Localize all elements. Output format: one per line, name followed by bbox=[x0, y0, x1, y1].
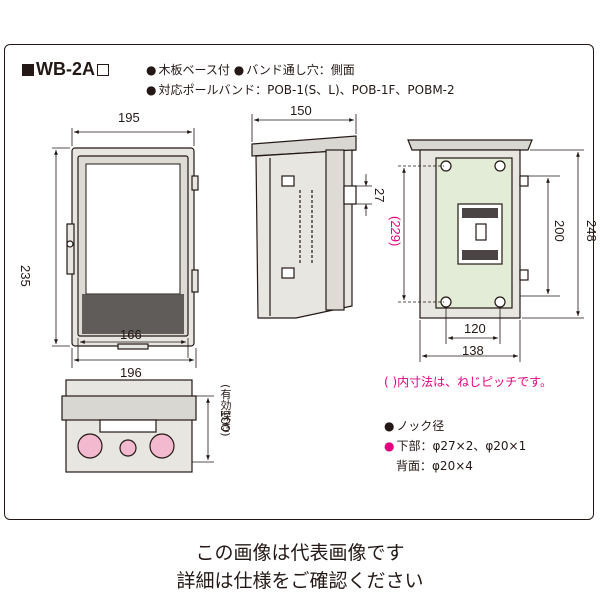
spec-base-board: 木板ベース付 bbox=[158, 63, 230, 77]
knock-back-row: 背面：φ20×4 bbox=[396, 460, 473, 472]
open-view-hole-bl bbox=[440, 296, 452, 308]
dim-front-outer-width: 196 bbox=[120, 365, 142, 380]
front-view-window bbox=[85, 163, 181, 295]
dim-front-inner-width: 166 bbox=[120, 327, 142, 342]
front-view-panel bbox=[82, 294, 184, 334]
spec-line-1: ●木板ベース付 ●バンド通し穴：側面 bbox=[146, 63, 355, 77]
knock-hole-center bbox=[119, 439, 137, 457]
model-title: WB-2A bbox=[22, 60, 109, 78]
model-name: WB-2A bbox=[36, 59, 95, 79]
dim-open-height-248: 248 bbox=[584, 220, 599, 242]
open-view-latch-2 bbox=[519, 269, 529, 281]
spec-line-2: ●対応ポールバンド：POB-1(S、L)、POB-1F、POBM-2 bbox=[146, 83, 455, 97]
dim-open-width-120: 120 bbox=[464, 321, 486, 336]
dim-bottom-depth-note: (有効深さ) bbox=[219, 384, 232, 437]
side-dimension-lines bbox=[251, 114, 372, 216]
knock-title: ノック径 bbox=[396, 419, 445, 433]
open-view bbox=[407, 139, 533, 319]
dim-side-depth: 150 bbox=[290, 103, 312, 118]
spec-pole-band: 対応ポールバンド：POB-1(S、L)、POB-1F、POBM-2 bbox=[158, 83, 455, 97]
side-view-hinge-2 bbox=[281, 267, 295, 279]
pitch-note: ( )内寸法は、ねじピッチです。 bbox=[384, 375, 552, 389]
front-view bbox=[66, 147, 199, 350]
open-view-hole-br bbox=[494, 296, 506, 308]
dim-front-width-top: 195 bbox=[118, 110, 140, 125]
outer-frame bbox=[4, 44, 594, 520]
knock-back-label: 背面 bbox=[396, 459, 421, 473]
knock-title-row: ●ノック径 bbox=[384, 419, 445, 433]
knock-back-value: ：φ20×4 bbox=[420, 459, 473, 473]
model-square-mark bbox=[22, 64, 34, 76]
model-blank-square bbox=[97, 64, 109, 76]
side-view-hinge bbox=[281, 175, 295, 187]
dim-side-small: 27 bbox=[372, 188, 387, 203]
open-dimension-lines bbox=[398, 149, 584, 362]
knock-hole-right bbox=[149, 433, 175, 459]
front-view-latch-right bbox=[191, 175, 199, 191]
front-view-screw bbox=[66, 240, 74, 248]
bottom-view bbox=[61, 379, 197, 473]
front-view-latch-right-bottom bbox=[191, 269, 199, 293]
bottom-dimension-lines bbox=[192, 395, 214, 463]
bottom-view-lid bbox=[61, 395, 197, 421]
open-view-hole-tl bbox=[440, 160, 452, 172]
front-dimension-lines bbox=[52, 128, 197, 368]
knock-bottom-row: ●下部：φ27×2、φ20×1 bbox=[384, 439, 527, 453]
front-view-hinge-left bbox=[66, 223, 75, 275]
open-view-hole-tr bbox=[494, 160, 506, 172]
side-view-bracket bbox=[343, 185, 357, 205]
dim-open-width-138: 138 bbox=[462, 343, 484, 358]
front-view-bottom-tab bbox=[117, 343, 149, 350]
dim-front-height: 235 bbox=[18, 265, 33, 287]
knock-bottom-value: ：φ27×2、φ20×1 bbox=[420, 439, 527, 453]
knock-hole-left bbox=[77, 433, 103, 459]
caption-line-1: この画像は代表画像です bbox=[195, 542, 405, 564]
knock-bottom-label: 下部 bbox=[396, 439, 421, 453]
caption-line-2: 詳細は仕様をご確認ください bbox=[176, 570, 424, 592]
spec-band-hole: バンド通し穴：側面 bbox=[246, 63, 355, 77]
open-view-lid bbox=[407, 139, 533, 151]
side-view bbox=[251, 135, 357, 319]
dim-open-height-200: 200 bbox=[552, 220, 567, 242]
open-view-latch bbox=[519, 175, 529, 187]
side-view-back bbox=[325, 149, 345, 311]
dim-open-inner-height: (229) bbox=[388, 216, 403, 247]
